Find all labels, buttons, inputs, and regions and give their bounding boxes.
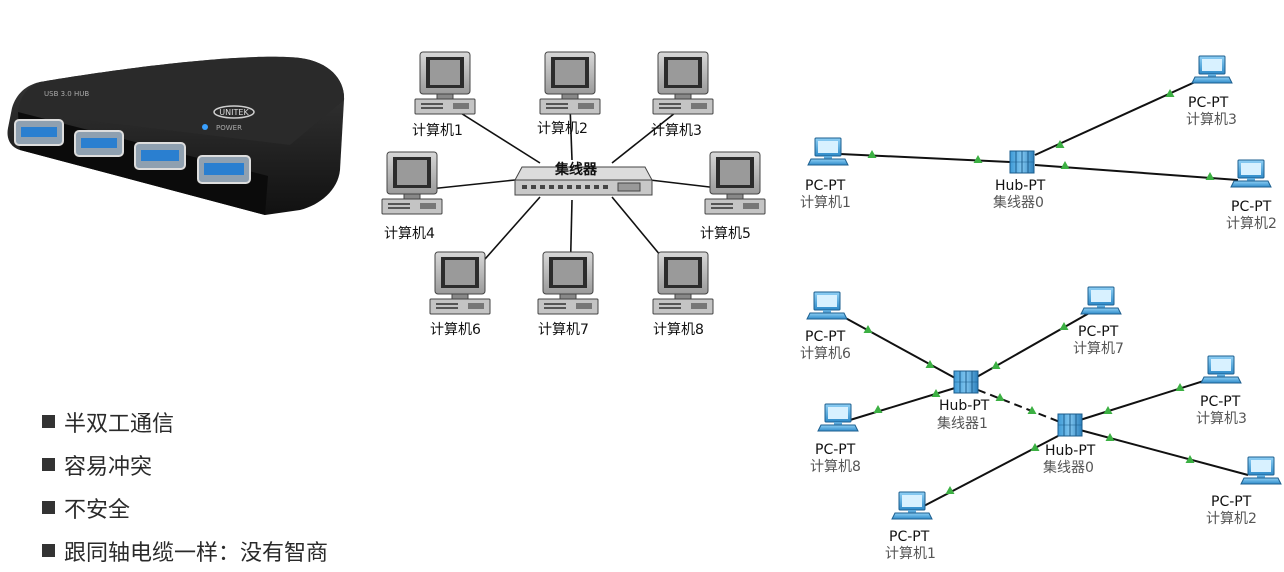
pt-top-pc2-name: 计算机2 [1226, 216, 1277, 232]
unitek-logo-text: UNITEK [219, 108, 249, 117]
power-led [202, 124, 208, 130]
pt-top-pc2-type: PC-PT [1231, 199, 1272, 215]
pt-bottom-pc2-name: 计算机2 [1206, 511, 1257, 527]
pt-bottom-pc8-type: PC-PT [815, 442, 856, 458]
pt-top-hub-type: Hub-PT [995, 178, 1046, 194]
usb-hub-photo: UNITEK USB 3.0 HUB POWER [7, 56, 345, 215]
bullet-text: 容易冲突 [64, 454, 153, 480]
bullet-square [42, 501, 55, 514]
star-pc-label-1: 计算机1 [412, 123, 463, 139]
pt-bottom-pc3-type: PC-PT [1200, 394, 1241, 410]
star-hub: 集线器 [514, 161, 653, 196]
pt-bottom-pc2-type: PC-PT [1211, 494, 1252, 510]
star-hub-label: 集线器 [554, 161, 598, 178]
pt-top-pc3-type: PC-PT [1188, 95, 1229, 111]
pt-bottom-pc1-name: 计算机1 [885, 546, 936, 562]
bullet-square [42, 544, 55, 557]
bullet-list: 半双工通信 容易冲突 不安全 跟同轴电缆一样：没有智商 [42, 400, 328, 572]
pt-top-pc1-type: PC-PT [805, 178, 846, 194]
pt-bottom-pc8-name: 计算机8 [810, 459, 861, 475]
pt-bottom-labels: PC-PT 计算机6 PC-PT 计算机7 Hub-PT 集线器1 PC-PT … [800, 324, 1257, 562]
pt-bottom-hub1-type: Hub-PT [939, 398, 990, 414]
pt-bottom-links [839, 307, 1249, 509]
star-computer-labels: 计算机1 计算机2 计算机3 计算机4 计算机5 计算机6 计算机7 计算机8 [384, 121, 751, 338]
unitek-logo [213, 105, 255, 119]
pt-top-links [839, 81, 1239, 181]
usb-port-3 [134, 142, 186, 170]
pt-top-hub-name: 集线器0 [993, 194, 1044, 211]
pt-bottom-hub1-name: 集线器1 [937, 415, 988, 432]
power-text: POWER [216, 124, 242, 132]
pt-top-pc3-name: 计算机3 [1186, 112, 1237, 128]
bullet-item: 跟同轴电缆一样：没有智商 [42, 529, 328, 572]
star-pc-label-7: 计算机7 [538, 322, 589, 338]
pt-top-pc1-name: 计算机1 [800, 195, 851, 211]
pt-bottom-pc6-type: PC-PT [805, 329, 846, 345]
star-pc-label-5: 计算机5 [700, 226, 751, 242]
pt-bottom-hub0-name: 集线器0 [1043, 459, 1094, 476]
pt-bottom-pc1-type: PC-PT [889, 529, 930, 545]
bullet-text: 半双工通信 [64, 411, 175, 437]
pt-bottom-pc7-type: PC-PT [1078, 324, 1119, 340]
pt-bottom-pc3-name: 计算机3 [1196, 411, 1247, 427]
star-pc-label-2: 计算机2 [537, 121, 588, 137]
star-pc-label-4: 计算机4 [384, 226, 435, 242]
star-pc-label-8: 计算机8 [653, 322, 704, 338]
usb-port-2 [74, 130, 124, 157]
pt-bottom-hub0-type: Hub-PT [1045, 443, 1096, 459]
bullet-item: 容易冲突 [42, 443, 328, 486]
star-pc-label-6: 计算机6 [430, 322, 481, 338]
usb-port-1 [14, 119, 64, 146]
bullet-square [42, 415, 55, 428]
bullet-item: 不安全 [42, 486, 328, 529]
pt-bottom-pc7-name: 计算机7 [1073, 341, 1124, 357]
pt-top-labels: PC-PT 计算机1 Hub-PT 集线器0 PC-PT 计算机3 PC-PT … [800, 95, 1277, 232]
bullet-text: 不安全 [64, 497, 131, 523]
pt-bottom-pc6-name: 计算机6 [800, 346, 851, 362]
bullet-square [42, 458, 55, 471]
bullet-text: 跟同轴电缆一样：没有智商 [64, 540, 329, 566]
usb-hub-model-text: USB 3.0 HUB [44, 90, 89, 98]
usb-port-4 [197, 155, 251, 184]
star-pc-label-3: 计算机3 [651, 123, 702, 139]
bullet-item: 半双工通信 [42, 400, 328, 443]
